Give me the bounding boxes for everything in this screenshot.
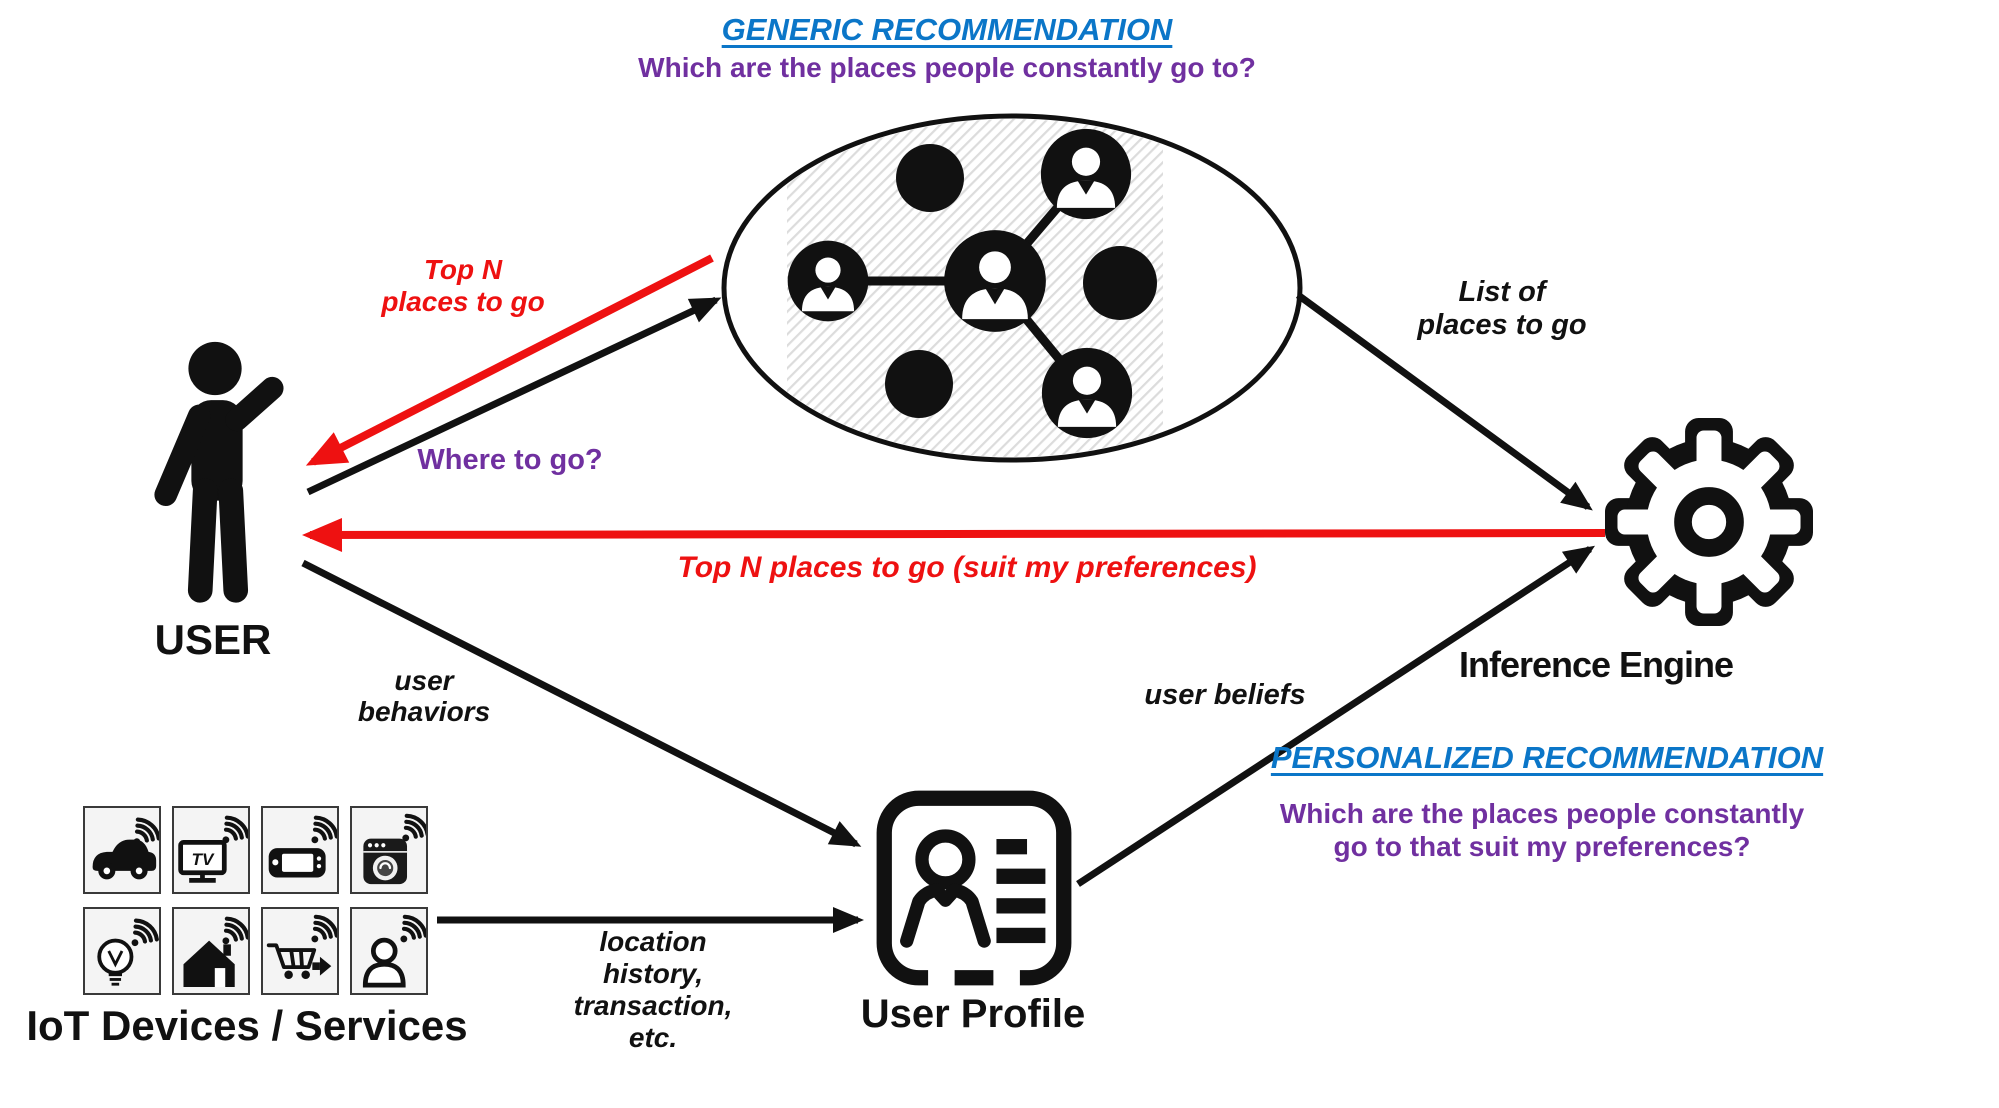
- shopping-cart-icon: [261, 907, 339, 995]
- arrow-user-to-profile: [301, 559, 862, 848]
- arrow-profile-to-engine: [1076, 545, 1596, 887]
- arrow-user-to-network: [306, 296, 722, 496]
- iot-device-grid: TV: [83, 806, 428, 995]
- person-node-icon: [788, 241, 869, 322]
- top-n-places-label: Top N places to go: [381, 254, 545, 317]
- arrow-network-to-user: [305, 254, 714, 466]
- smart-car-icon: [83, 806, 161, 894]
- light-bulb-icon: [83, 907, 161, 995]
- washing-machine-icon: [350, 806, 428, 894]
- user-behaviors-label: user behaviors: [357, 665, 491, 727]
- smart-home-icon: [172, 907, 250, 995]
- personalized-question: Which are the places people constantly g…: [1279, 798, 1805, 862]
- arrow-network-to-engine: [1295, 292, 1593, 511]
- person-node-icon: [1042, 348, 1132, 438]
- top-n-suit-label: Top N places to go (suit my preferences): [677, 551, 1257, 584]
- user-profile-label: User Profile: [860, 992, 1086, 1036]
- person-node-icon: [944, 230, 1046, 332]
- profile-card-icon: [876, 790, 1072, 988]
- user-label: USER: [154, 616, 272, 663]
- plain-node-icon: [1083, 246, 1157, 320]
- arrow-engine-to-user: [302, 517, 1606, 552]
- plain-node-icon: [896, 144, 964, 212]
- people-network-ellipse-icon: [721, 113, 1303, 463]
- user-figure-icon: [154, 341, 284, 603]
- plain-node-icon: [885, 350, 953, 418]
- gear-icon: [1605, 418, 1813, 626]
- user-beliefs-label: user beliefs: [1144, 679, 1306, 711]
- inference-engine-label: Inference Engine: [1458, 644, 1734, 685]
- profile-lines: [996, 839, 1046, 944]
- where-to-go-label: Where to go?: [417, 444, 603, 476]
- tv-label: TV: [192, 850, 215, 869]
- iot-devices-label: IoT Devices / Services: [26, 1002, 468, 1049]
- location-history-label: location history, transaction, etc.: [573, 926, 733, 1053]
- person-node-icon: [1041, 129, 1131, 219]
- handheld-device-icon: [261, 806, 339, 894]
- generic-question: Which are the places people constantly g…: [638, 52, 1256, 83]
- personalized-recommendation-title: PERSONALIZED RECOMMENDATION: [1270, 740, 1824, 775]
- smart-tv-icon: TV: [172, 806, 250, 894]
- person-service-icon: [350, 907, 428, 995]
- list-of-places-label: List of places to go: [1417, 276, 1587, 341]
- generic-recommendation-title: GENERIC RECOMMENDATION: [721, 12, 1173, 47]
